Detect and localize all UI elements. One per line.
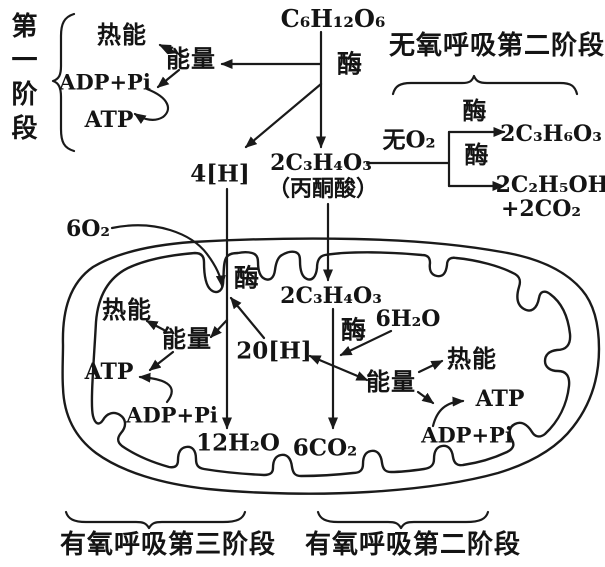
stage3-to-energy-arrow bbox=[209, 318, 229, 339]
20h-label: 20[H] bbox=[236, 337, 312, 365]
adp2-to-atp-arrow bbox=[138, 372, 173, 404]
stage2-energy-label: 能量 bbox=[366, 370, 416, 396]
pyruvate-anaerobic-line bbox=[365, 130, 451, 188]
stage3-heat-label: 热能 bbox=[102, 298, 152, 324]
stage3-energy-label: 能量 bbox=[162, 327, 212, 353]
stage1-energy-label: 能量 bbox=[166, 47, 216, 73]
stage2-adp-pi-label: ADP+Pi bbox=[421, 422, 513, 448]
stage1-atp-label: ATP bbox=[84, 107, 134, 133]
energy1-to-adp-arrow bbox=[156, 68, 181, 89]
4h-label: 4[H] bbox=[190, 160, 250, 188]
anaerobic-co2-label: +2CO₂ bbox=[500, 196, 582, 222]
anaerobic-stage2-title: 无氧呼吸第二阶段 bbox=[388, 31, 605, 60]
anaerobic-overbrace bbox=[391, 74, 579, 96]
pyruvate-name-label: （丙酮酸） bbox=[267, 176, 379, 201]
stage1-brace bbox=[51, 12, 76, 153]
pyruvate-label: 2C₃H₄O₃ bbox=[270, 150, 372, 176]
adp3-to-atp-arrow bbox=[431, 396, 465, 428]
anaerobic-enzyme-ethanol-label: 酶 bbox=[464, 143, 490, 169]
energy1-to-heat-arrow bbox=[158, 43, 185, 58]
glycolysis-enzyme-label: 酶 bbox=[336, 51, 364, 79]
ethanol-label: 2C₂H₅OH bbox=[495, 172, 605, 198]
water6-label: 6H₂O bbox=[375, 306, 441, 332]
adp1-to-atp-arrow bbox=[133, 87, 170, 124]
stage3-enzyme-label: 酶 bbox=[233, 265, 261, 293]
aerobic-stage2-label: 有氧呼吸第二阶段 bbox=[304, 530, 522, 559]
stage2-underbrace bbox=[316, 510, 490, 530]
stage3-underbrace bbox=[64, 510, 247, 530]
water6-in-arrow bbox=[339, 329, 393, 357]
oxygen-label: 6O₂ bbox=[65, 216, 111, 242]
glucose-to-4h-arrow bbox=[244, 82, 323, 149]
water12-label: 12H₂O bbox=[196, 429, 280, 457]
20h-to-stage3-arrow bbox=[229, 296, 266, 340]
energy2-to-heat-arrow bbox=[145, 319, 166, 332]
stage1-heat-label: 热能 bbox=[97, 23, 147, 49]
no-oxygen-label: 无O₂ bbox=[382, 126, 436, 154]
stage1-adp-pi-label: ADP+Pi bbox=[59, 69, 151, 95]
stage3-atp-label: ATP bbox=[84, 359, 134, 385]
anaerobic-enzyme-lactic-label: 酶 bbox=[462, 99, 488, 125]
glucose-label: C₆H₁₂O₆ bbox=[280, 4, 386, 33]
aerobic-stage3-label: 有氧呼吸第三阶段 bbox=[59, 530, 277, 559]
mitochondrion-inner-membrane bbox=[90, 250, 572, 478]
lactic-acid-label: 2C₃H₆O₃ bbox=[500, 121, 602, 147]
stage2-atp-label: ATP bbox=[475, 386, 525, 412]
mitochondrion-outer-membrane bbox=[61, 237, 601, 495]
stage2-enzyme-label: 酶 bbox=[340, 317, 368, 345]
energy3-to-adp-arrow bbox=[416, 390, 435, 405]
oxygen-into-mito-arrow bbox=[110, 224, 226, 288]
stage2-pyruvate-label: 2C₃H₄O₃ bbox=[280, 283, 382, 309]
stage3-adp-pi-label: ADP+Pi bbox=[126, 402, 218, 428]
energy3-to-heat-arrow bbox=[417, 359, 444, 374]
stage2-heat-label: 热能 bbox=[447, 347, 497, 373]
stage1-label: 第一阶段 bbox=[8, 12, 37, 148]
stage2-to-20h-and-energy-arrow bbox=[308, 354, 369, 382]
stage2-co2-label: 6CO₂ bbox=[292, 434, 358, 462]
energy2-to-atp-arrow bbox=[148, 350, 175, 372]
